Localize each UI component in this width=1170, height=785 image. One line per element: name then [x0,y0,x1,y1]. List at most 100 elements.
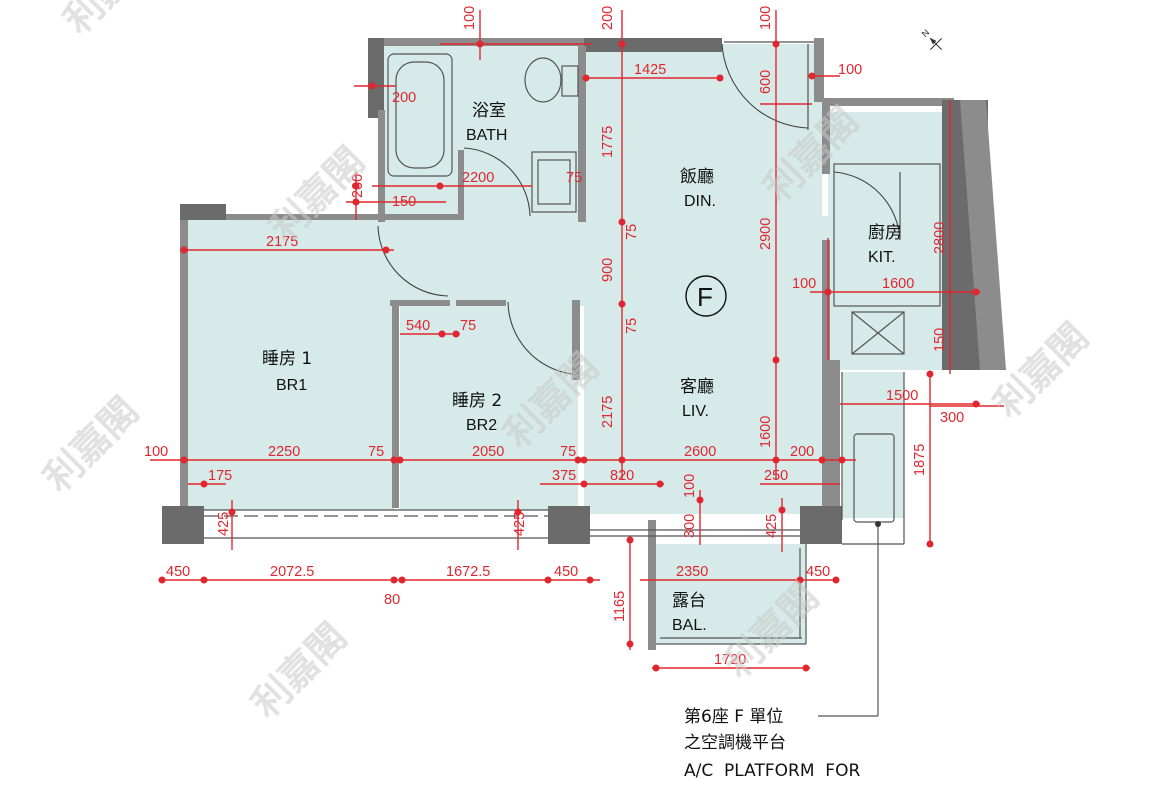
dim-2900: 2900 [758,218,774,250]
dim-75-b: 75 [560,444,576,460]
dim-100-kit-h: 100 [792,276,816,292]
room-kit-en: KIT. [868,249,896,266]
room-bath-en: BATH [466,127,507,144]
wall-right-top [814,38,824,102]
wall-bottom-left [162,506,204,544]
wall-br2-right [572,300,580,380]
room-bal-cn: 露台 [672,591,706,611]
dim-2600: 2600 [684,444,716,460]
dim-1600-kit: 1600 [882,276,914,292]
door-br2 [507,301,573,375]
room-liv-cn: 客廳 [680,377,714,397]
dim-1720: 1720 [714,652,746,668]
dim-1775: 1775 [600,126,616,158]
floor-br2 [400,306,578,510]
dim-1500: 1500 [886,388,918,404]
wall-bath-bottom [384,214,464,220]
wall-kit-left [822,102,830,174]
wall-bal [648,520,656,650]
dimension-dots [158,40,980,672]
floor-br1 [188,220,394,510]
floor-bal [656,544,806,644]
dim-1425: 1425 [634,62,666,78]
wall-br1-top [180,204,226,220]
wall-kit-slant [960,100,1006,370]
wall-bath-corner [368,38,384,118]
wall-bottom-mid [548,506,590,544]
room-labels: 浴室 BATH 飯廳 DIN. 廚房 KIT. 睡房 1 BR1 睡房 2 BR… [262,101,902,634]
dim-75-v2: 75 [624,318,640,334]
ac-platform-note: 第6座 F 單位 之空調機平台 A/C PLATFORM FOR [684,707,860,781]
dim-300-bal: 300 [682,514,698,538]
wall-br2-left [392,300,399,508]
dim-80: 80 [384,592,400,608]
wall-br1-left [180,220,188,506]
note-line3: A/C PLATFORM FOR [684,761,860,781]
wall-bath-top [368,38,584,46]
wall-bottom-right [800,506,842,544]
dim-200-bath: 200 [392,90,416,106]
dim-2200: 2200 [462,170,494,186]
dim-450-b: 450 [554,564,578,580]
wall-kit-left2 [822,240,830,360]
north-arrow-icon: N [920,27,943,51]
dim-2175-v: 2175 [600,396,616,428]
floor-bath [384,44,584,216]
dim-425-c: 425 [764,514,780,538]
watermark-6: 利嘉閣 [243,614,355,726]
north-label: N [920,27,932,39]
dim-300-ac: 300 [940,410,964,426]
room-din-cn: 飯廳 [680,167,714,187]
room-br2-en: BR2 [466,417,497,434]
floor-liv [584,224,822,514]
watermark-1: 利嘉閣 [35,388,147,500]
dim-175: 175 [208,468,232,484]
note-line2: 之空調機平台 [684,733,786,753]
dim-150-bath: 150 [392,194,416,210]
wall-br2-top [390,300,450,306]
dim-100-top-left: 100 [462,6,478,30]
room-bath-cn: 浴室 [472,101,506,121]
wall-liv-right [822,360,840,510]
dim-900: 900 [600,258,616,282]
doors [377,43,901,375]
dim-1165: 1165 [612,591,628,622]
dim-100-top-right: 100 [758,6,774,30]
dim-425-a: 425 [216,512,232,536]
dim-100-left: 100 [144,444,168,460]
dim-250: 250 [764,468,788,484]
wall-br1-top-thin [226,214,386,220]
wall-bath-div [578,46,586,222]
door-entry [721,43,809,129]
ac-note-leader [818,524,879,717]
windows [204,41,905,645]
dim-75-br2: 75 [460,318,476,334]
dim-100-bal-v: 100 [682,474,698,498]
dim-450-c: 450 [806,564,830,580]
dim-1600-v: 1600 [758,416,774,448]
dim-100-right-top: 100 [838,62,862,78]
dim-2350: 2350 [676,564,708,580]
floor-areas [188,44,988,644]
dim-375: 375 [552,468,576,484]
toilet [524,57,562,103]
dimension-labels: 100 200 100 1425 600 100 200 1775 2200 7… [144,6,964,668]
door-bath [463,147,531,217]
wall-bath-right [458,150,464,220]
room-br1-en: BR1 [276,377,307,394]
fixtures [387,53,941,523]
dim-150-kit: 150 [932,328,948,352]
dim-450-a: 450 [166,564,190,580]
unit-marker-letter: F [697,282,713,312]
dim-1672: 1672.5 [446,564,490,580]
room-kit-cn: 廚房 [868,222,902,243]
door-br1 [377,225,449,297]
dim-1875: 1875 [912,444,928,476]
bathtub [387,53,453,177]
room-din-en: DIN. [684,193,716,210]
dimension-lines [150,10,1004,669]
room-br1-cn: 睡房 1 [262,349,312,369]
floor-din-upper [584,44,822,224]
dim-2175-top: 2175 [266,234,298,250]
